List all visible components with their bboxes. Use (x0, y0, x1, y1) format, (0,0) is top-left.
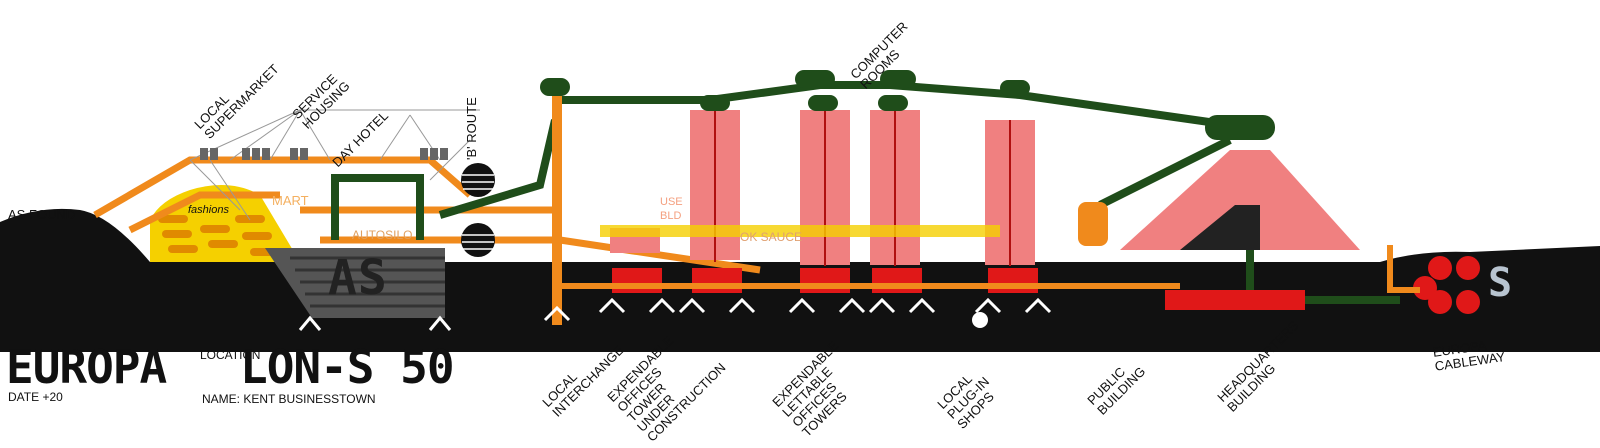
label-as: AS (328, 250, 388, 306)
plinth-legs (598, 297, 1052, 314)
cableway-cars (1413, 256, 1480, 314)
title-name: NAME: KENT BUSINESSTOWN (202, 392, 376, 406)
label-ok-sauce: OK SAUCE (740, 230, 803, 244)
autosilo-legs (298, 315, 452, 331)
badge-s: S (1488, 260, 1514, 306)
headquarters-core (1180, 205, 1260, 250)
cableway-track (1387, 245, 1420, 293)
label-mart: MART (272, 193, 309, 208)
autosilo-slats (290, 256, 445, 308)
title-location-word: LOCATION (200, 348, 261, 362)
b-route-nodes (461, 163, 495, 257)
orange-base-rail (560, 283, 1180, 289)
label-line: BLD (660, 210, 682, 222)
label-as-found: AS FOUND (8, 207, 76, 222)
supermarket-arches (158, 215, 280, 256)
label-line: USE (660, 196, 683, 208)
computer-room-pods (700, 70, 1275, 140)
yellow-link-band (600, 225, 1000, 237)
interchange-mast (540, 78, 571, 325)
label-b-route: 'B' ROUTE (464, 97, 479, 160)
headquarters-pyramid (1120, 150, 1360, 250)
title-code: LON-S 50 (240, 340, 455, 394)
housing-pods (200, 148, 448, 160)
title-europa: EUROPA (6, 340, 167, 394)
office-towers (610, 110, 1035, 265)
underground-sphere (972, 312, 988, 328)
label-autosilo: AUTOSILO (352, 228, 413, 242)
orange-frame-left (93, 156, 761, 274)
title-date: DATE +20 (8, 390, 63, 404)
label-fashions: fashions (188, 204, 229, 216)
public-building-pod (1078, 202, 1108, 246)
label-use-bld: USE BLD (660, 195, 683, 223)
cable-stays (189, 109, 480, 221)
